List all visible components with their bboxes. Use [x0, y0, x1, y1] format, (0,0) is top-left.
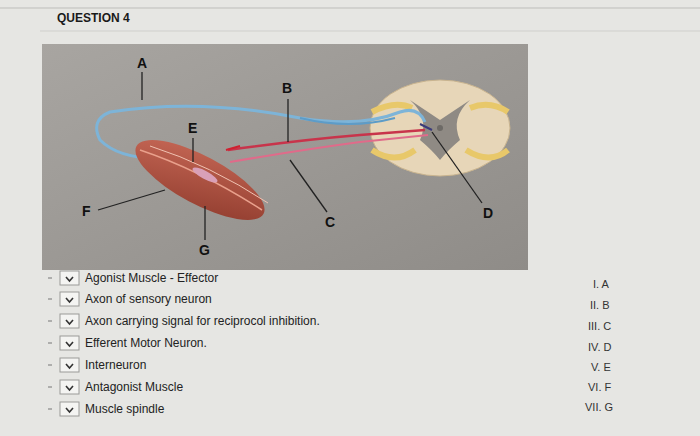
match-item: Axon carrying signal for reciprocol inhi…	[85, 314, 320, 328]
match-item: Interneuron	[85, 358, 146, 372]
callout-letter: C	[325, 214, 335, 230]
callout-letter: G	[199, 242, 210, 258]
answer-option: VI. F	[588, 381, 611, 393]
callout-letter: E	[188, 120, 197, 136]
callout-letter: D	[483, 205, 493, 221]
match-item: Axon of sensory neuron	[85, 292, 212, 306]
match-item: Muscle spindle	[85, 402, 164, 416]
answer-option: VII. G	[585, 401, 613, 413]
callout-letter: B	[282, 80, 292, 96]
answer-option: I. A	[593, 278, 609, 290]
callout-letter: A	[137, 55, 147, 71]
callout-letter: F	[82, 203, 91, 219]
match-item: Efferent Motor Neuron.	[85, 336, 207, 350]
answer-option: III. C	[588, 320, 611, 332]
answer-option: II. B	[590, 299, 610, 311]
answer-option: V. E	[591, 361, 611, 373]
match-item: Agonist Muscle - Effector	[85, 271, 218, 285]
match-item: Antagonist Muscle	[85, 380, 183, 394]
answer-option: IV. D	[588, 341, 611, 353]
question-title: QUESTION 4	[57, 11, 130, 25]
